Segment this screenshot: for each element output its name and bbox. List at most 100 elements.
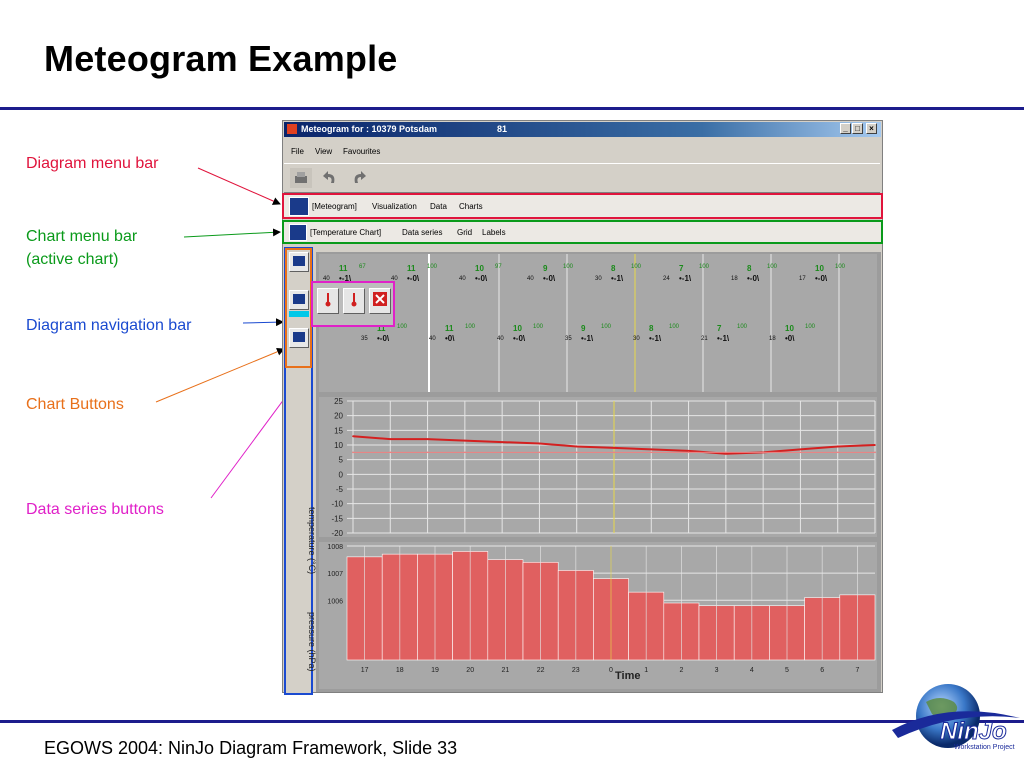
meteogram-window: Meteogram for : 10379 Potsdam 81 _ □ × F… (282, 120, 883, 695)
data-point (501, 441, 503, 443)
chart-menu-icon[interactable] (289, 224, 307, 241)
station-tendency: •-0\ (815, 274, 828, 283)
menu-view[interactable]: View (315, 147, 333, 156)
x-tick-label: 18 (396, 667, 404, 674)
diagram-menu-visualization[interactable]: Visualization (372, 202, 417, 211)
station-cloud: 100 (397, 324, 408, 330)
data-point (650, 451, 653, 454)
callout-diagram-menu-bar: Diagram menu bar (26, 155, 159, 172)
diagram-menu-data[interactable]: Data (430, 202, 447, 211)
station-temp: 10 (513, 324, 522, 333)
x-tick-label: 3 (715, 667, 719, 674)
data-point (799, 451, 802, 454)
chart-menu-bar: [Temperature Chart] Data series Grid Lab… (282, 220, 883, 244)
chart-menu-temperature-chart[interactable]: [Temperature Chart] (310, 228, 382, 237)
menu-favourites[interactable]: Favourites (343, 147, 381, 156)
arrow-chart-buttons (155, 347, 285, 403)
active-chart-indicator (289, 311, 309, 317)
station-temp: 11 (407, 264, 416, 273)
chart-menu-labels[interactable]: Labels (482, 228, 506, 237)
data-series-button-dewpoint[interactable] (343, 288, 365, 314)
chart-button-symbols[interactable] (289, 252, 309, 272)
station-pressure: 24 (663, 276, 670, 282)
data-point (725, 453, 727, 455)
data-series-button-temperature[interactable] (317, 288, 339, 314)
arrow-diagram-menu (197, 167, 281, 205)
station-cloud: 100 (835, 264, 846, 270)
chart-menu-data-series[interactable]: Data series (402, 228, 443, 237)
chart-menu-grid[interactable]: Grid (457, 228, 473, 237)
maximize-button[interactable]: □ (852, 123, 863, 134)
y-tick-label: -10 (331, 500, 343, 509)
diagram-menu-icon[interactable] (289, 197, 309, 216)
data-point (650, 448, 653, 451)
station-pressure: 35 (565, 336, 572, 342)
station-cloud: 100 (805, 324, 816, 330)
y-tick-label: 1007 (327, 571, 343, 578)
x-tick-label: 6 (820, 667, 824, 674)
ninjo-logo: NinJo Workstation Project (888, 680, 1024, 762)
symbols-grid (428, 254, 840, 392)
data-point (538, 451, 541, 454)
data-point (613, 451, 615, 454)
y-tick-label: -15 (331, 514, 343, 523)
station-cloud: 97 (495, 264, 502, 270)
diagram-menu-bar: [Meteogram] Visualization Data Charts (282, 193, 883, 219)
time-axis-label: Time (615, 670, 641, 682)
x-tick-label: 0 (609, 667, 613, 674)
data-point (836, 451, 839, 454)
y-tick-label: 25 (334, 397, 343, 406)
chart-icon (293, 256, 305, 266)
window-titlebar[interactable]: Meteogram for : 10379 Potsdam 81 _ □ × (284, 122, 881, 137)
station-pressure: 18 (769, 336, 776, 342)
data-point (687, 451, 690, 454)
data-series-button-remove[interactable] (369, 288, 391, 314)
redo-icon[interactable] (348, 168, 370, 188)
station-temp: 11 (339, 264, 348, 273)
y-tick-label: 1006 (327, 598, 343, 605)
data-point (352, 435, 354, 437)
toolbar (284, 163, 880, 193)
y-tick-label: 0 (339, 470, 344, 479)
chart-button-temperature[interactable] (289, 290, 309, 310)
data-point (389, 451, 392, 454)
data-point (575, 451, 578, 454)
station-pressure: 30 (595, 276, 602, 282)
chart-button-pressure[interactable] (289, 328, 309, 348)
diagram-menu-meteogram[interactable]: [Meteogram] (312, 202, 357, 211)
temperature-axis-label: temperature (°C) (307, 507, 317, 574)
print-icon[interactable] (290, 168, 312, 188)
station-tendency: •-1\ (717, 334, 730, 343)
data-point (464, 451, 466, 454)
station-temp: 8 (611, 264, 616, 273)
undo-icon[interactable] (319, 168, 341, 188)
data-point (762, 451, 764, 454)
data-point (575, 445, 578, 448)
arrow-chart-menu (183, 228, 281, 238)
x-tick-label: 1 (644, 667, 648, 674)
y-tick-label: 1008 (327, 544, 343, 551)
diagram-menu-charts[interactable]: Charts (459, 202, 483, 211)
station-tendency: •-1\ (649, 334, 662, 343)
data-point (799, 448, 802, 451)
minimize-button[interactable]: _ (840, 123, 851, 134)
x-tick-label: 5 (785, 667, 789, 674)
data-point (464, 439, 466, 442)
station-cloud: 100 (669, 324, 680, 330)
station-cloud: 100 (631, 264, 642, 270)
x-tick-label: 4 (750, 667, 754, 674)
station-temp: 8 (649, 324, 654, 333)
station-cloud: 100 (737, 324, 748, 330)
close-button[interactable]: × (866, 123, 877, 134)
y-tick-label: 20 (334, 412, 343, 421)
data-series-buttons (311, 281, 395, 327)
menu-file[interactable]: File (291, 147, 304, 156)
callout-diagram-navigation-bar: Diagram navigation bar (26, 317, 192, 334)
data-point (836, 445, 839, 448)
footer-divider (0, 720, 1024, 723)
station-temp: 8 (747, 264, 752, 273)
y-tick-label: -5 (336, 485, 344, 494)
data-point (687, 450, 690, 452)
